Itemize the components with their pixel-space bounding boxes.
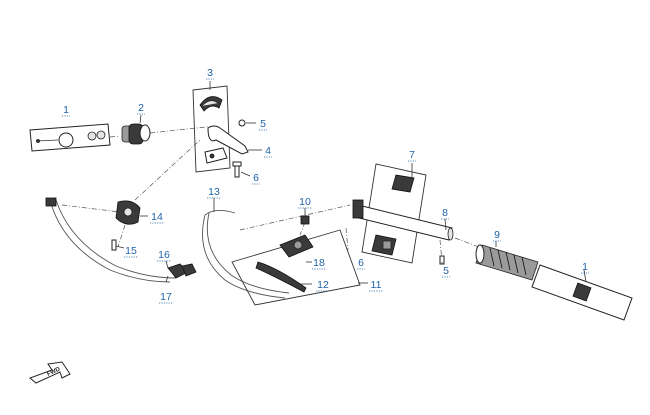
callout-17: 17 — [160, 291, 172, 303]
callout-14: 14 — [151, 211, 163, 223]
callout-16: 16 — [158, 249, 170, 261]
part-1-right-bar-end — [531, 264, 633, 321]
part-5-nut-right — [439, 255, 445, 265]
callout-4: 4 — [265, 145, 271, 157]
part-14-left-switch — [115, 200, 148, 225]
part-7-switch-housing — [361, 163, 427, 264]
part-4-throttle-lever — [207, 125, 262, 155]
part-8-handlebar-tube — [352, 199, 454, 241]
part-2-throttle-sleeve — [121, 114, 151, 145]
callout-5-right: 5 — [443, 265, 449, 277]
callout-3: 3 — [207, 67, 213, 79]
part-1-left-bar-end — [29, 123, 111, 152]
part-15-bolt — [111, 239, 125, 251]
callout-2: 2 — [138, 102, 144, 114]
centerlines — [61, 125, 541, 271]
part-6-bolt-top — [232, 161, 251, 178]
part-5-nut-top — [238, 119, 256, 127]
callout-8: 8 — [442, 207, 448, 219]
fwd-arrow — [29, 361, 71, 384]
callout-10: 10 — [299, 196, 311, 208]
callout-6-mid: 6 — [358, 257, 364, 269]
part-11-lever-assembly — [231, 229, 368, 306]
callout-9: 9 — [494, 229, 500, 241]
fwd-label: FWD — [46, 366, 62, 377]
part-13-cable — [202, 198, 290, 299]
callout-7: 7 — [409, 149, 415, 161]
callout-1-right: 1 — [582, 261, 588, 273]
callout-13: 13 — [208, 186, 220, 198]
part-10-cap — [300, 208, 310, 225]
callout-11: 11 — [371, 279, 382, 291]
callout-18: 18 — [313, 257, 325, 269]
callout-15: 15 — [125, 245, 137, 257]
part-9-grip — [475, 241, 539, 281]
callout-12: 12 — [317, 279, 329, 291]
part-3-throttle-housing — [192, 81, 231, 173]
callout-6-top: 6 — [253, 172, 259, 184]
callout-1-left: 1 — [63, 104, 69, 116]
callout-labels: 1 2 3 5 4 6 7 8 9 1 5 10 13 14 15 16 17 — [62, 67, 589, 304]
part-16-17-wire-harness — [45, 197, 197, 283]
callout-5-top: 5 — [260, 118, 266, 130]
